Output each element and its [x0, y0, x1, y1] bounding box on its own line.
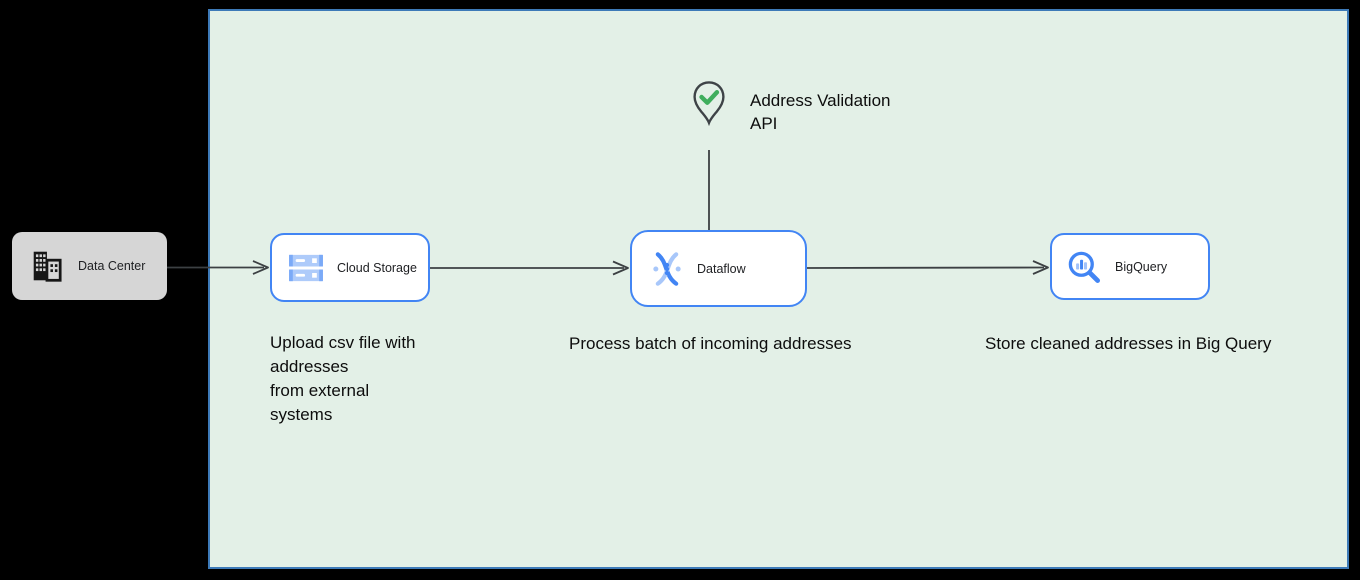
- caption-upload-line3: from external: [270, 381, 370, 400]
- node-cloud-storage[interactable]: Cloud Storage: [270, 233, 430, 302]
- caption-upload-line1: Upload csv file with: [270, 333, 416, 352]
- api-callout-line2: API: [750, 114, 778, 133]
- caption-upload-line4: systems: [270, 405, 333, 424]
- cloud-storage-icon: [287, 252, 325, 284]
- caption-upload: Upload csv file with addresses from exte…: [270, 331, 416, 427]
- bigquery-icon: [1065, 248, 1103, 286]
- api-callout-line1: Address Validation: [750, 91, 891, 110]
- node-label-bigquery: BigQuery: [1115, 259, 1168, 274]
- api-callout-label: Address Validation API: [750, 89, 891, 135]
- caption-store: Store cleaned addresses in Big Query: [985, 334, 1272, 353]
- dataflow-icon: [647, 249, 687, 289]
- node-label-dataflow: Dataflow: [697, 261, 746, 276]
- caption-process: Process batch of incoming addresses: [569, 334, 852, 353]
- node-bigquery[interactable]: BigQuery: [1050, 233, 1210, 300]
- location-pin-check-icon: [693, 81, 725, 127]
- node-data-center[interactable]: Data Center: [12, 232, 167, 300]
- office-building-icon: [30, 250, 66, 282]
- node-dataflow[interactable]: Dataflow: [630, 230, 807, 307]
- caption-upload-line2: addresses: [270, 357, 349, 376]
- node-label-data-center: Data Center: [78, 259, 146, 273]
- node-label-cloud-storage: Cloud Storage: [337, 260, 417, 275]
